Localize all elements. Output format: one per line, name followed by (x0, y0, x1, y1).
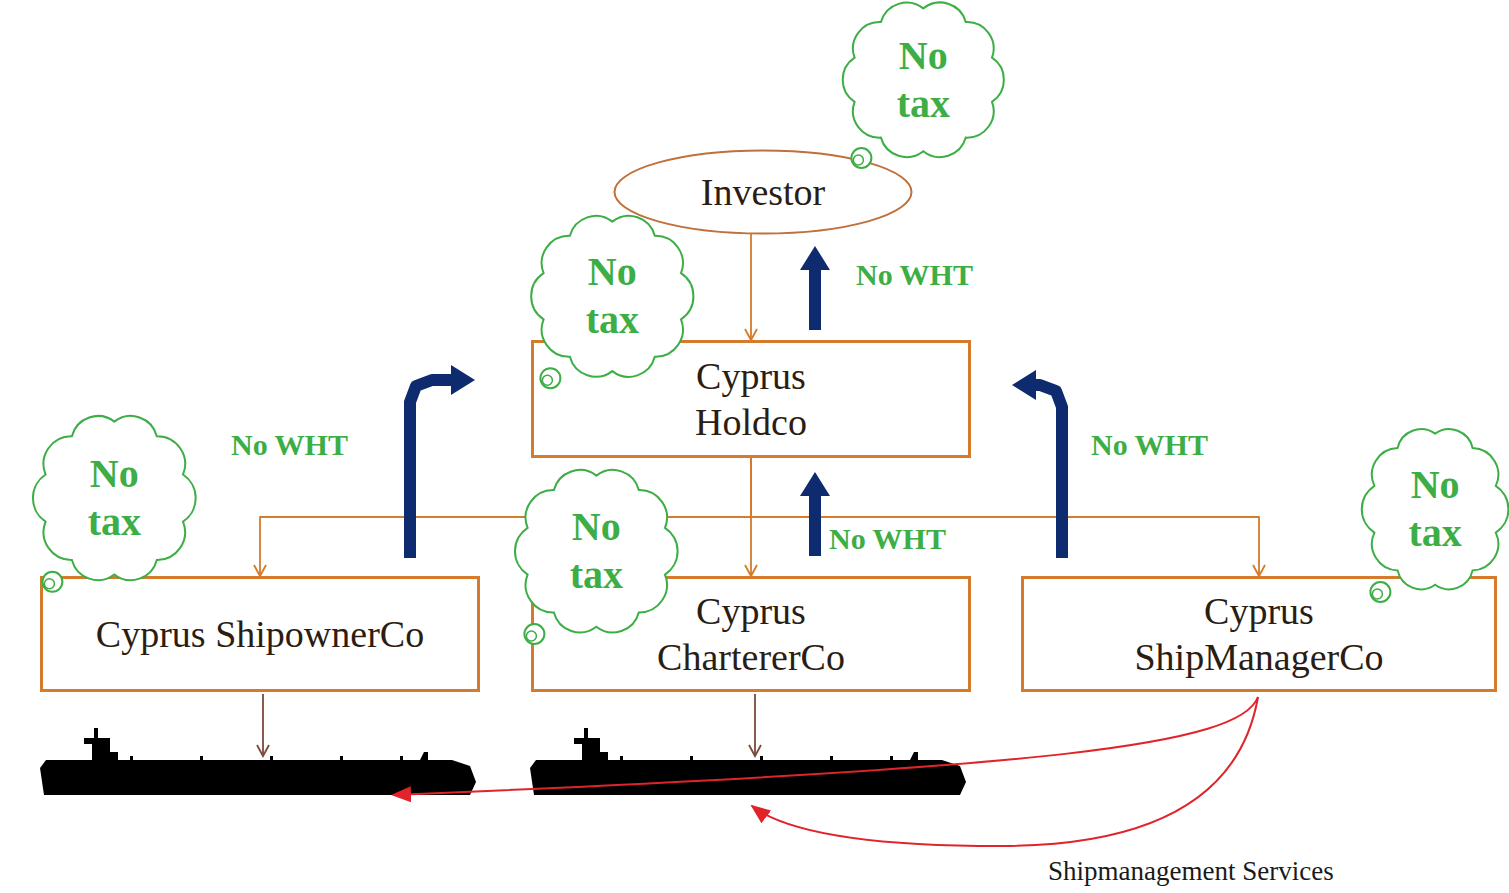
tax-cloud: No tax (516, 218, 688, 396)
service-label: Shipmanagement Services (1048, 856, 1334, 887)
ownership-arrow (262, 694, 264, 756)
thought-bubble (1370, 582, 1390, 602)
tax-cloud: No tax (827, 5, 999, 175)
tax-cloud: No tax (1350, 430, 1502, 610)
tax-cloud: No tax (18, 418, 190, 600)
edge-label: No WHT (1088, 428, 1211, 462)
ship-silhouette (40, 728, 476, 795)
dividend-arrow (809, 496, 821, 556)
thought-bubble (44, 579, 54, 589)
node-label: Cyprus ShipownerCo (96, 611, 424, 657)
tax-note: No tax (544, 503, 648, 599)
company-box: Cyprus ShipownerCo (40, 576, 480, 692)
edge-label: No WHT (228, 428, 351, 462)
thought-bubble (542, 375, 552, 385)
cloud-body (33, 416, 196, 580)
company-box: Cyprus ShipManagerCo (1021, 576, 1497, 692)
tax-note: No tax (560, 248, 664, 344)
edge-label: No WHT (826, 522, 949, 556)
cloud-body (515, 470, 678, 632)
cloud-body (843, 3, 1004, 158)
node-label: Investor (701, 169, 826, 215)
thought-bubble (1372, 589, 1382, 599)
thought-bubble (851, 148, 871, 168)
ownership-line (751, 458, 1259, 576)
thought-bubble (540, 368, 560, 388)
edge-label: No WHT (853, 258, 976, 292)
dividend-arrow (1036, 385, 1062, 558)
tax-cloud: No tax (500, 472, 672, 652)
cloud-body (531, 216, 693, 377)
service-arrow (752, 697, 1258, 846)
thought-bubble (524, 624, 544, 644)
dividend-arrow (809, 270, 821, 330)
thought-bubble (42, 572, 62, 592)
cloud-body (1362, 429, 1509, 589)
node-label: Cyprus ShipManagerCo (1129, 588, 1389, 681)
investor-outline (615, 151, 912, 234)
thought-bubble (853, 155, 863, 165)
ownership-arrow (754, 694, 756, 756)
tax-note: No tax (1383, 461, 1487, 557)
tax-note: No tax (871, 32, 975, 128)
ownership-line (750, 234, 752, 340)
tax-note: No tax (62, 450, 166, 546)
node-label: Cyprus Holdco (666, 353, 836, 446)
dividend-arrow (410, 380, 451, 558)
service-arrow (393, 697, 1258, 795)
thought-bubble (526, 631, 536, 641)
ship-silhouette (530, 728, 966, 795)
